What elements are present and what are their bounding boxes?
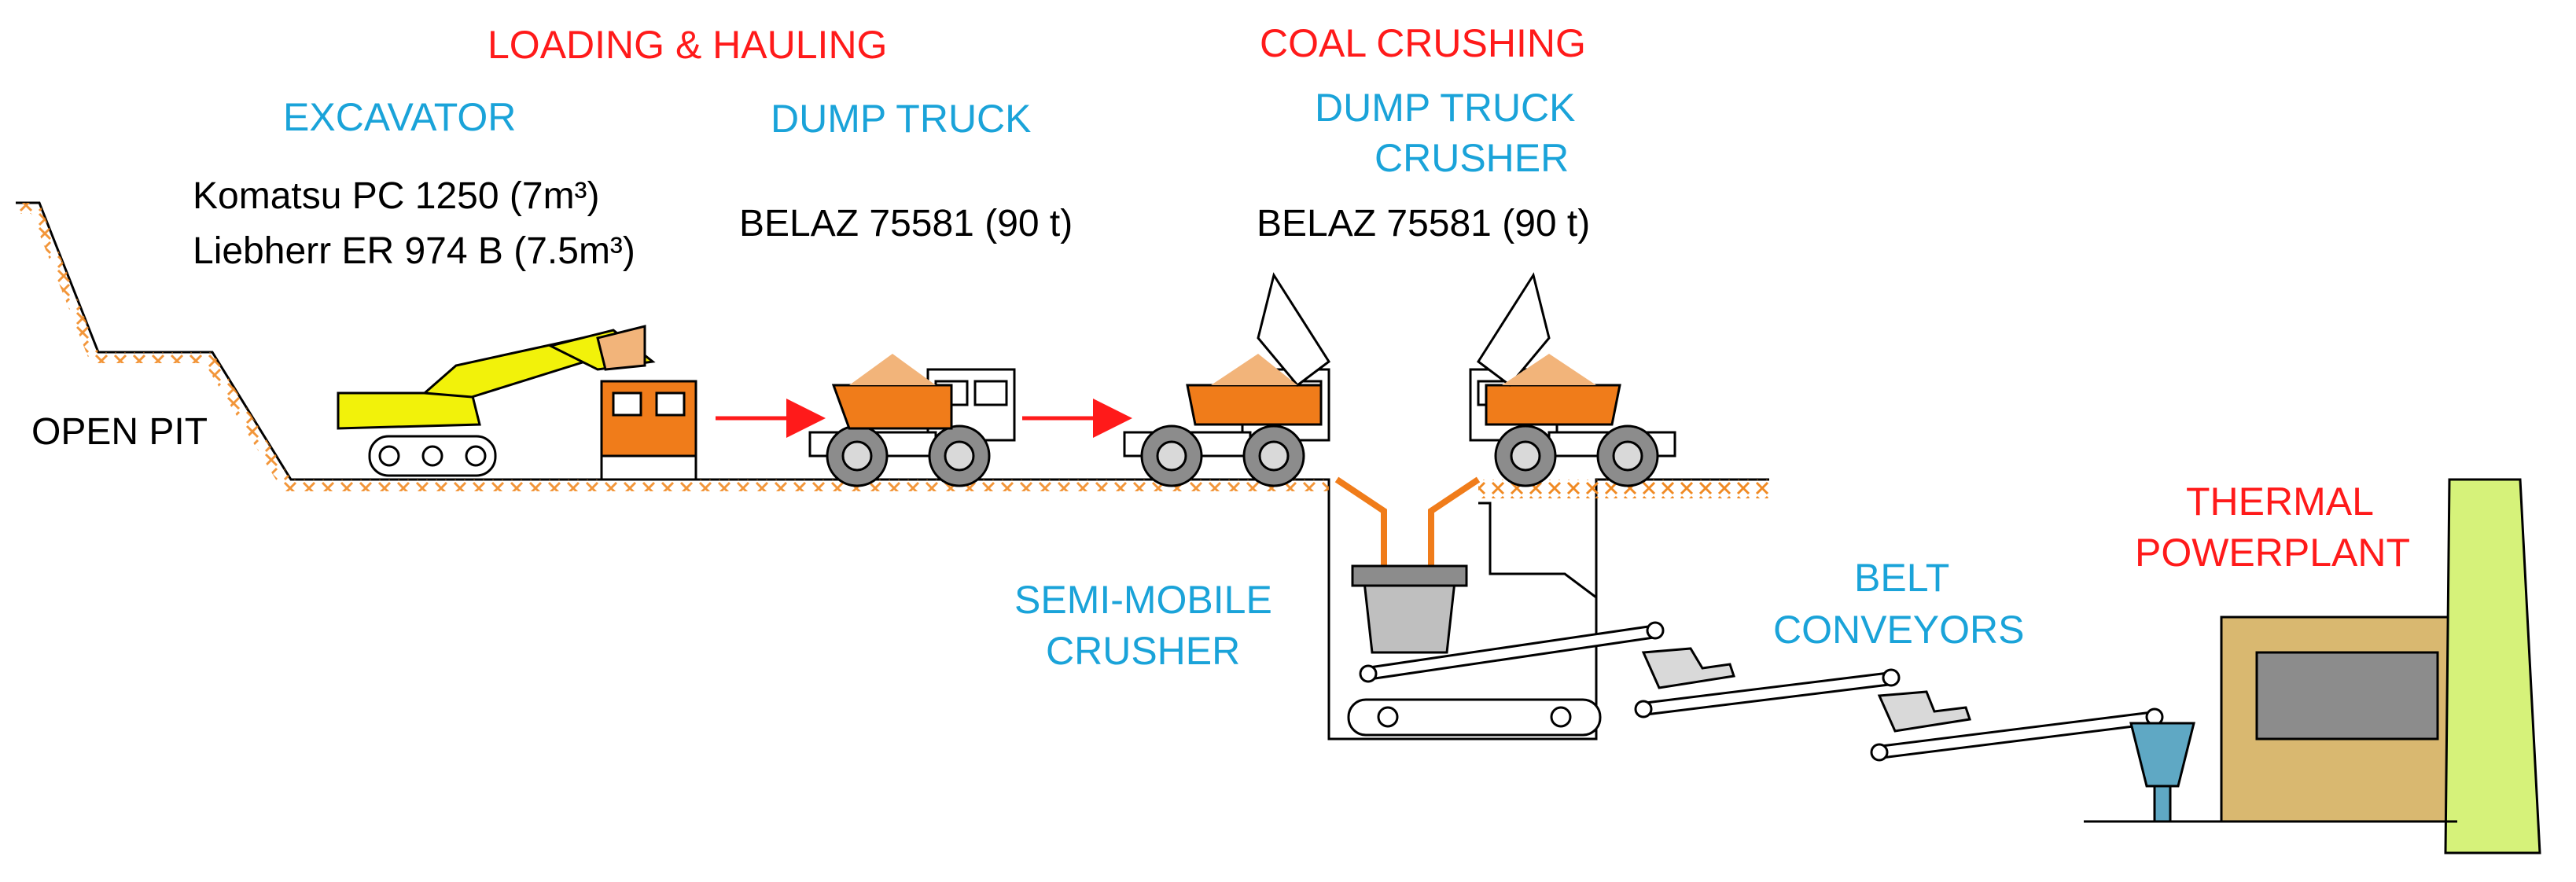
dump-truck-model: BELAZ 75581 (90 t) bbox=[739, 203, 1073, 244]
excavator-model-2: Liebherr ER 974 B (7.5m³) bbox=[193, 230, 635, 272]
dump-truck-crusher-title-2: CRUSHER bbox=[1374, 136, 1569, 180]
semi-mobile-crusher-label-2: CRUSHER bbox=[1046, 629, 1240, 673]
thermal-powerplant-label-2: POWERPLANT bbox=[2135, 531, 2410, 575]
dump-truck-crusher-title-1: DUMP TRUCK bbox=[1315, 86, 1576, 130]
thermal-powerplant-icon bbox=[2084, 478, 2541, 854]
coal-crushing-title: COAL CRUSHING bbox=[1260, 21, 1586, 65]
belt-conveyors-label-2: CONVEYORS bbox=[1773, 608, 2025, 652]
loading-hauling-title: LOADING & HAULING bbox=[488, 23, 887, 67]
belt-conveyors-label-1: BELT bbox=[1854, 556, 1949, 600]
dump-truck-tipping-mirror-icon bbox=[1469, 272, 1676, 487]
semi-mobile-crusher-label-1: SEMI-MOBILE bbox=[1014, 578, 1272, 622]
excavator-title: EXCAVATOR bbox=[283, 95, 516, 139]
dump-truck-icon bbox=[808, 354, 1016, 487]
dump-truck-crusher-model: BELAZ 75581 (90 t) bbox=[1257, 203, 1590, 244]
excavator-icon bbox=[337, 325, 656, 477]
belt-conveyor-2-icon bbox=[1634, 647, 1901, 718]
open-pit-label: OPEN PIT bbox=[31, 411, 208, 453]
belt-conveyor-1-icon bbox=[1359, 621, 1665, 683]
belt-conveyor-3-icon bbox=[1870, 690, 2164, 762]
truck-front-view-icon bbox=[600, 380, 697, 481]
semi-mobile-crusher-icon bbox=[1334, 476, 1602, 737]
excavator-model-1: Komatsu PC 1250 (7m³) bbox=[193, 175, 600, 217]
dump-truck-title: DUMP TRUCK bbox=[771, 97, 1032, 141]
dump-truck-tipping-icon bbox=[1123, 272, 1331, 487]
thermal-powerplant-label-1: THERMAL bbox=[2186, 480, 2374, 524]
